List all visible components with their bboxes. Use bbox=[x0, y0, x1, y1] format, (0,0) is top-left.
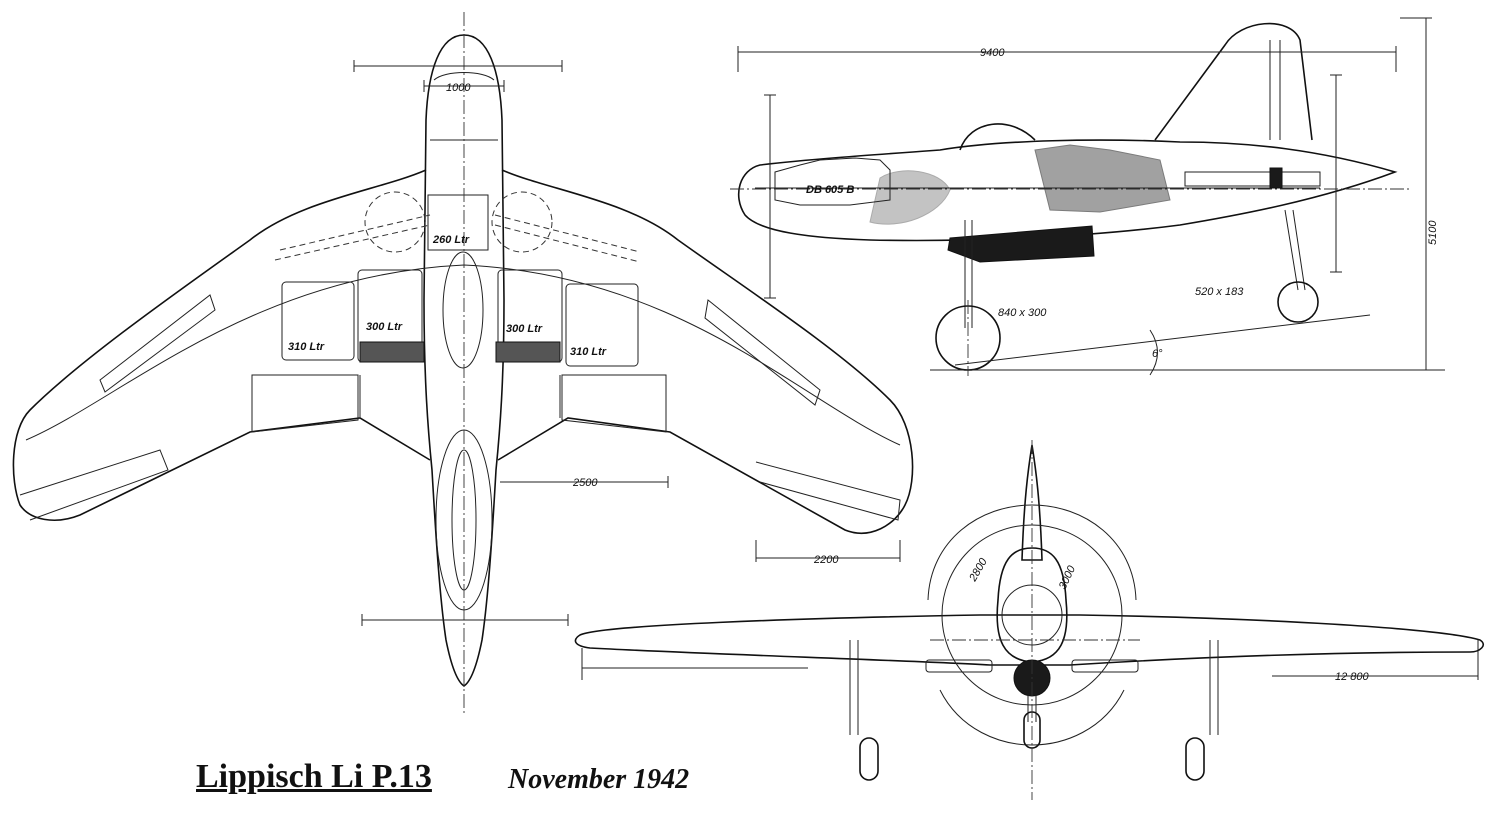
dim-wingspan: 12 800 bbox=[1335, 671, 1370, 683]
tank-right-inner-label: 300 Ltr bbox=[506, 323, 543, 335]
tank-center-box bbox=[427, 194, 489, 251]
tank-center-label: 260 Ltr bbox=[432, 234, 470, 246]
side-radiator bbox=[947, 225, 1095, 263]
dim-nose-width: 1000 bbox=[446, 82, 471, 94]
dim-flap-span: 2500 bbox=[572, 477, 598, 489]
front-wing bbox=[574, 614, 1485, 666]
tank-right-outer-label: 310 Ltr bbox=[570, 346, 607, 358]
tank-right-outer-box bbox=[565, 283, 639, 367]
side-tail-wheel bbox=[1277, 281, 1319, 323]
dim-aileron-span: 2200 bbox=[813, 554, 839, 566]
plan-wing bbox=[12, 169, 914, 534]
tank-left-inner-label: 300 Ltr bbox=[366, 321, 403, 333]
front-view bbox=[574, 440, 1485, 800]
side-canopy bbox=[959, 123, 1036, 151]
dim-angle: 6° bbox=[1152, 348, 1163, 360]
side-view bbox=[730, 22, 1445, 376]
dim-main-wheel: 840 x 300 bbox=[998, 307, 1047, 319]
drawing-date: November 1942 bbox=[508, 764, 690, 795]
drawing-title: Lippisch Li P.13 bbox=[196, 758, 432, 795]
dim-length: 9400 bbox=[980, 47, 1005, 59]
side-fin bbox=[1154, 22, 1313, 141]
side-fuselage bbox=[737, 139, 1398, 242]
dim-tail-wheel: 520 x 183 bbox=[1195, 286, 1244, 298]
dim-height: 5100 bbox=[1427, 220, 1439, 245]
engine-label: DB 605 B bbox=[806, 184, 854, 196]
radiator-left bbox=[359, 341, 425, 363]
radiator-right bbox=[495, 341, 561, 363]
plan-cockpit bbox=[442, 251, 484, 369]
tank-left-outer-label: 310 Ltr bbox=[288, 341, 325, 353]
dim-radius-inner: 2800 bbox=[967, 556, 991, 585]
plan-view bbox=[12, 12, 914, 715]
tank-left-outer-box bbox=[281, 281, 355, 361]
